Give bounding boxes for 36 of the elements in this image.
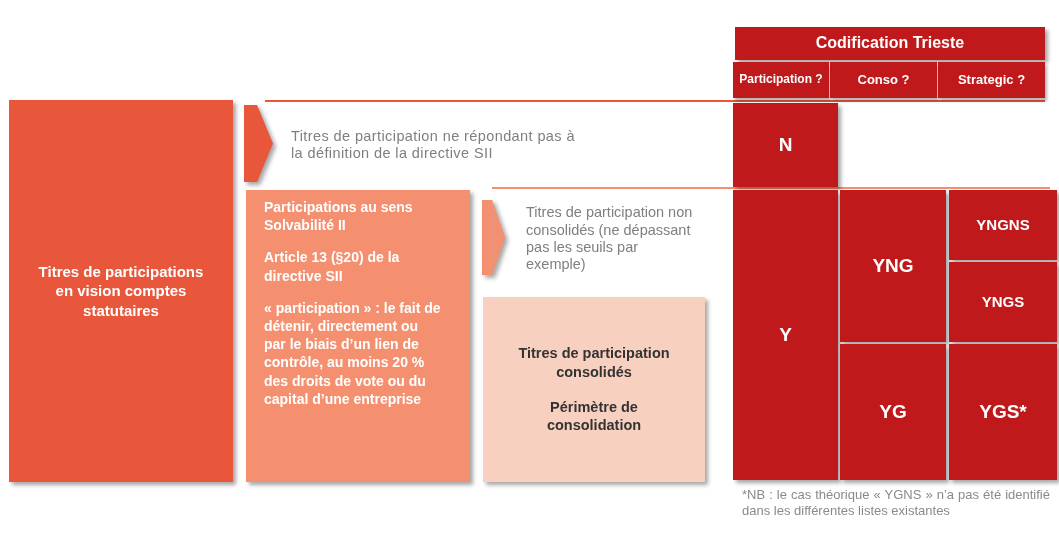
code-cell — [949, 262, 1057, 342]
code-label: YNGNS — [975, 215, 1031, 235]
box-text: « participation » : le fait de détenir, directement ou par le biais d’un lien de contrôle, au moins 20 % des droits de vote ou du capital d’une entreprise — [264, 298, 442, 408]
column-heading: Conso ? — [856, 71, 911, 89]
category-box — [246, 190, 470, 482]
category-box — [483, 297, 705, 482]
box-text: Titres de participations en vision comptes statutaires — [37, 261, 205, 321]
footnote-text: *NB : le cas théorique « YGNS » n’a pas été identifié dans les différentes listes existantes — [742, 487, 1050, 520]
code-cell — [949, 344, 1057, 480]
header-cell — [938, 62, 1045, 98]
description-text: Titres de participation non consolidés (ne dépassant pas les seuils par exemple) — [526, 204, 694, 274]
chevron-arrow — [482, 200, 505, 275]
column-heading: Strategic ? — [956, 71, 1027, 89]
code-label: YNG — [871, 253, 915, 278]
code-label: YG — [878, 399, 908, 424]
description-text: Titres de participation ne répondant pas à la définition de la directive SII — [291, 127, 576, 163]
column-heading: Codification Trieste — [814, 33, 966, 54]
code-cell — [733, 103, 838, 187]
code-label: Y — [778, 322, 793, 347]
code-label: N — [777, 132, 794, 157]
code-cell — [840, 190, 946, 342]
box-text: Article 13 (§20) de la directive SII — [264, 248, 401, 285]
code-cell — [840, 344, 946, 480]
code-cell — [733, 190, 838, 480]
chevron-arrow — [244, 105, 273, 182]
code-label: YGS* — [978, 399, 1028, 424]
category-box — [9, 100, 233, 482]
code-label: YNGS — [980, 292, 1026, 312]
header-cell — [830, 62, 937, 98]
code-cell — [949, 190, 1057, 260]
header-cell — [735, 27, 1045, 60]
box-heading: Titres de participation consolidés — [517, 343, 671, 382]
column-heading: Participation ? — [738, 72, 824, 88]
header-cell — [733, 62, 829, 98]
box-heading: Participations au sens Solvabilité II — [264, 198, 414, 235]
box-text: Périmètre de consolidation — [545, 397, 643, 436]
